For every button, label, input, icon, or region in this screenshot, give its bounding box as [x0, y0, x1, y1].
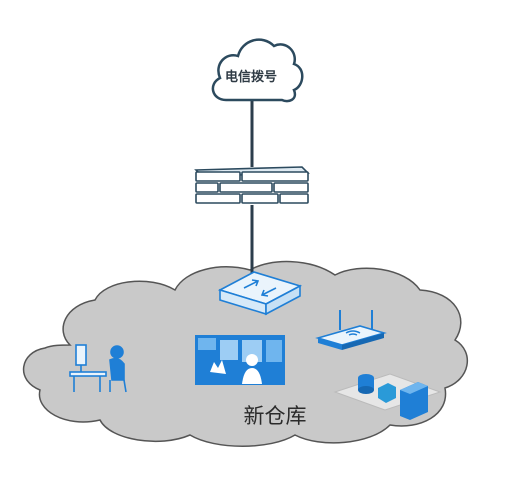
workstation-icon	[69, 344, 127, 393]
server-icon	[333, 373, 442, 420]
internet-cloud-icon	[211, 38, 304, 103]
site-label: 新仓库	[243, 404, 307, 428]
wireless-router-icon	[315, 310, 387, 350]
internet-cloud-label: 电信拨号	[224, 70, 277, 85]
control-room-icon	[195, 335, 285, 385]
switch-icon	[217, 271, 303, 316]
firewall-icon	[194, 166, 310, 204]
